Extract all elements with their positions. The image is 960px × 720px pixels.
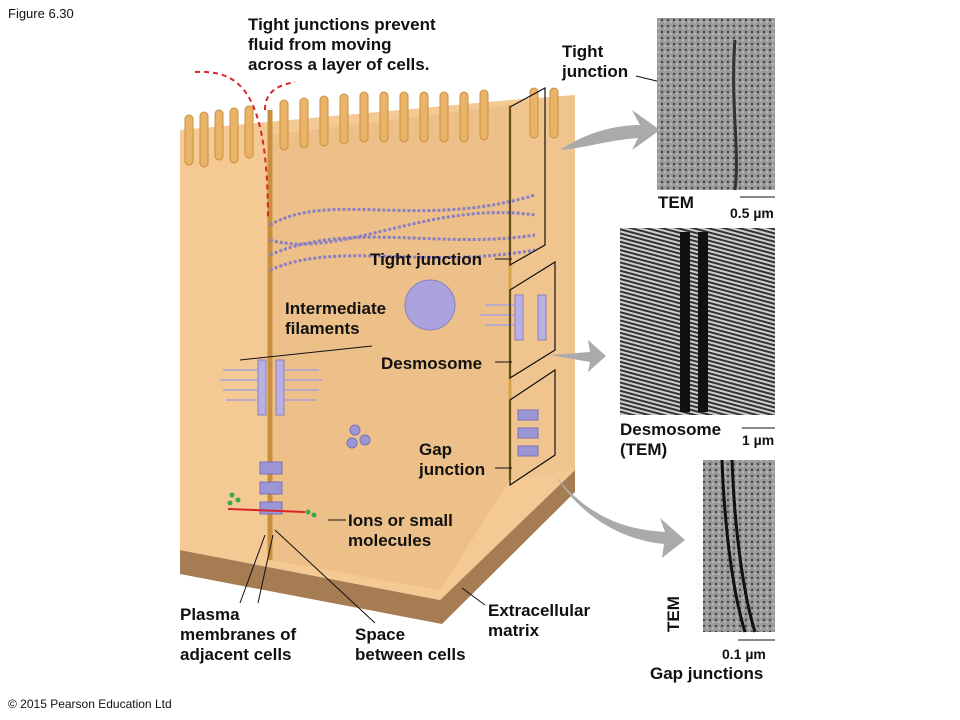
fluid-deflected-arrow	[264, 81, 296, 111]
inner-cell-face	[270, 105, 510, 590]
tight-junction-strands	[269, 193, 536, 272]
callout-boxes	[509, 86, 556, 487]
label-tight-junction-top: Tight junction	[562, 42, 629, 81]
fluid-blocked-arrow	[194, 70, 269, 221]
microvilli	[184, 87, 559, 168]
figure-label: Figure 6.30	[8, 6, 74, 21]
gap-junctions	[259, 409, 539, 515]
tem3-scale: 0.1 µm	[722, 646, 766, 662]
caption: Tight junctions prevent fluid from movin…	[248, 15, 436, 74]
label-ecm: Extracellular matrix	[488, 601, 591, 640]
tem2-scale: 1 µm	[742, 432, 775, 448]
tem-desmosome	[620, 228, 775, 415]
label-tight-junction: Tight junction	[370, 250, 483, 269]
copyright: © 2015 Pearson Education Ltd	[8, 697, 172, 711]
tem3-label: TEM	[664, 596, 683, 632]
right-cell-face	[510, 95, 575, 480]
extracellular-matrix	[180, 470, 575, 624]
label-space: Space between cells	[355, 625, 466, 664]
tem1-scale: 0.5 µm	[730, 205, 774, 221]
label-gap-junction: Gap junction	[419, 440, 486, 479]
tem3-caption: Gap junctions	[650, 664, 764, 683]
tem1-label: TEM	[658, 193, 694, 212]
label-plasma-membranes: Plasma membranes of adjacent cells	[180, 605, 297, 664]
tem2-label: Desmosome (TEM)	[620, 420, 722, 459]
callout-arrows	[550, 110, 685, 558]
ions	[227, 492, 317, 518]
leader-lines	[239, 75, 775, 641]
tem-tight-junction	[657, 18, 775, 190]
label-ions: Ions or small molecules	[348, 511, 453, 550]
label-desmosome: Desmosome	[381, 354, 483, 373]
ion-flow-arrow	[227, 508, 306, 513]
label-intermediate-filaments: Intermediate filaments	[285, 299, 387, 338]
desmosomes	[257, 279, 547, 416]
